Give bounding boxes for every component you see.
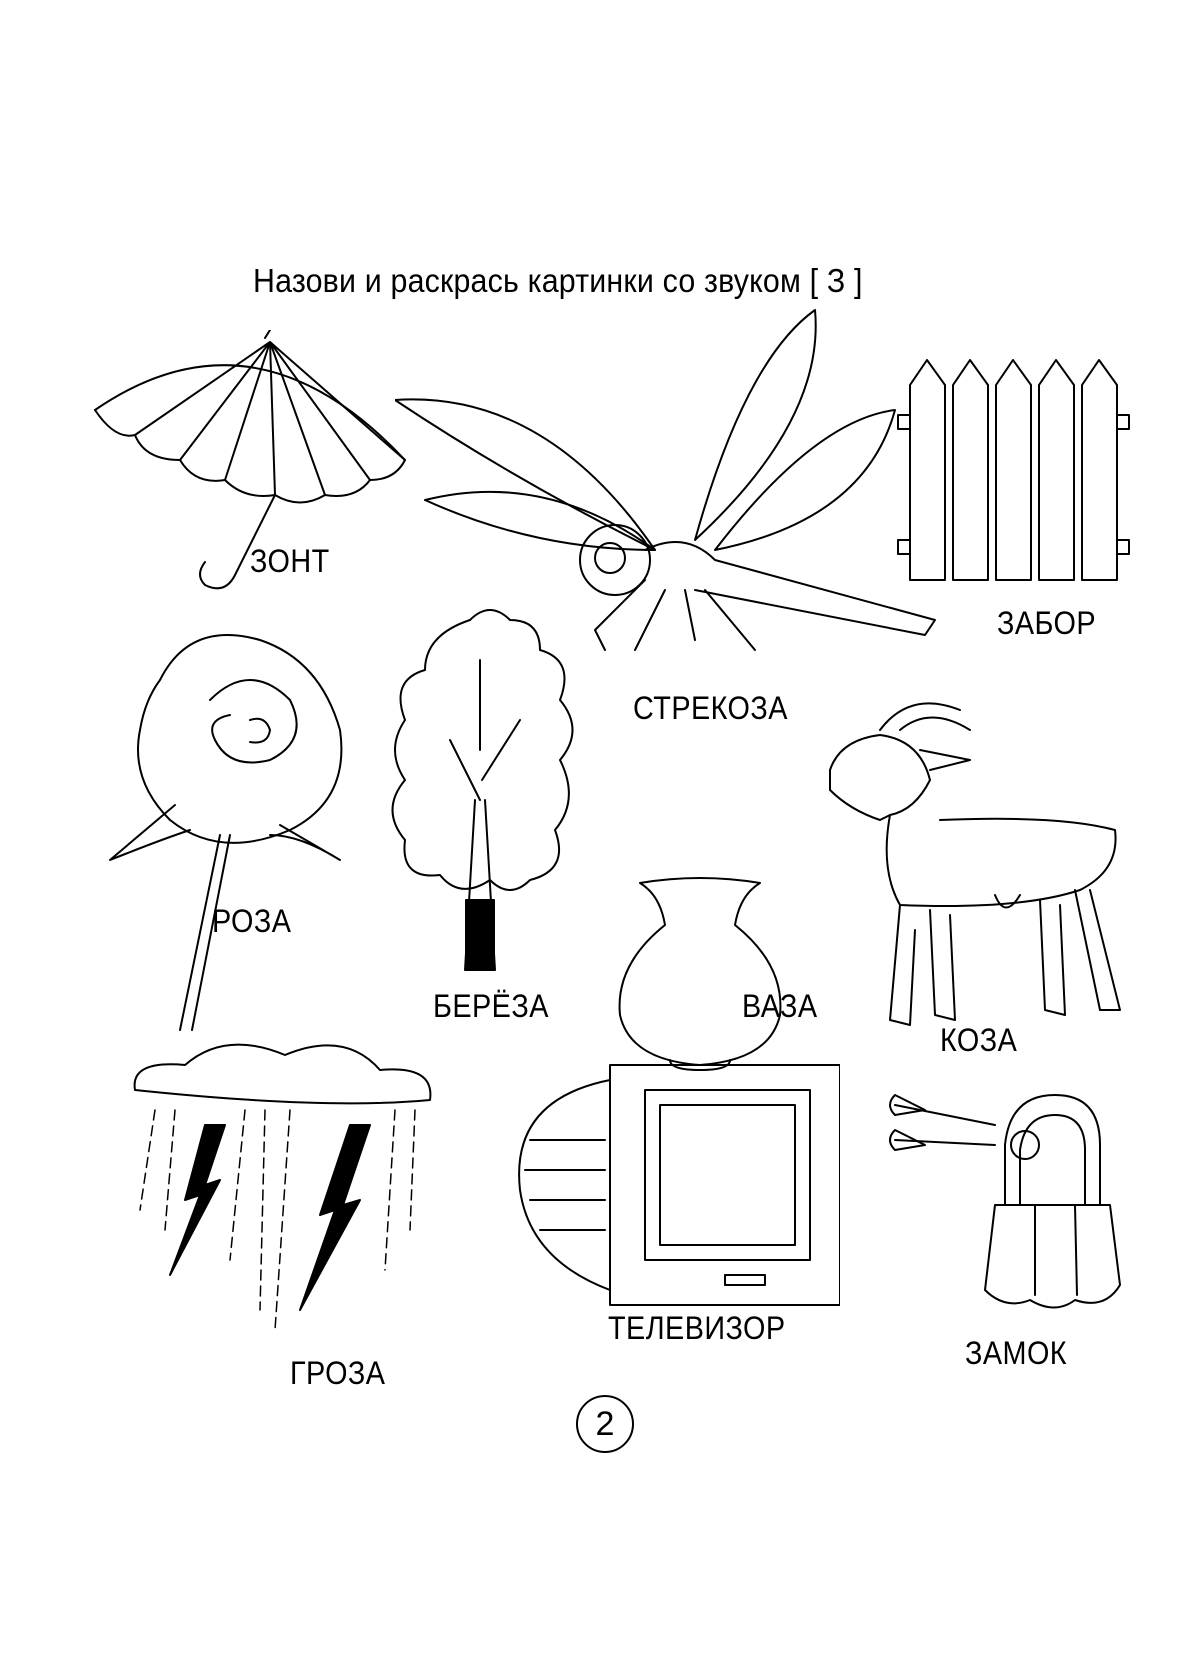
page-title: Назови и раскрась картинки со звуком [ З… — [253, 262, 863, 299]
television-label: ТЕЛЕВИЗОР — [608, 1310, 786, 1346]
birch-icon — [391, 609, 574, 971]
fence-icon — [897, 359, 1130, 581]
page-number: 2 — [576, 1395, 634, 1453]
vase-label: ВАЗА — [742, 988, 818, 1024]
rose-drawing — [100, 620, 370, 1040]
vase-icon — [618, 877, 782, 1071]
fence-drawing — [890, 355, 1130, 585]
thunderstorm-icon — [133, 1043, 432, 1331]
goat-drawing — [820, 690, 1130, 1040]
umbrella-label: ЗОНТ — [250, 543, 330, 579]
television-icon — [518, 1064, 840, 1306]
rose-icon — [109, 634, 343, 1031]
goat-label: КОЗА — [940, 1022, 1018, 1058]
rose-label: РОЗА — [212, 903, 292, 939]
birch-label: БЕРЁЗА — [433, 988, 549, 1024]
fence-label: ЗАБОР — [997, 605, 1097, 641]
padlock-drawing — [885, 1085, 1125, 1325]
dragonfly-drawing — [395, 300, 955, 660]
goat-icon — [829, 702, 1121, 1026]
birch-drawing — [380, 600, 590, 980]
thunderstorm-drawing — [125, 1030, 435, 1340]
padlock-icon — [889, 1094, 1121, 1309]
thunderstorm-label: ГРОЗА — [290, 1355, 386, 1391]
umbrella-icon — [94, 330, 406, 590]
dragonfly-label: СТРЕКОЗА — [633, 690, 788, 726]
page-number-text: 2 — [595, 1404, 615, 1443]
television-drawing — [510, 1060, 840, 1310]
padlock-label: ЗАМОК — [965, 1335, 1068, 1371]
umbrella-drawing — [85, 330, 415, 600]
vase-drawing — [610, 875, 790, 1075]
dragonfly-icon — [395, 309, 936, 651]
